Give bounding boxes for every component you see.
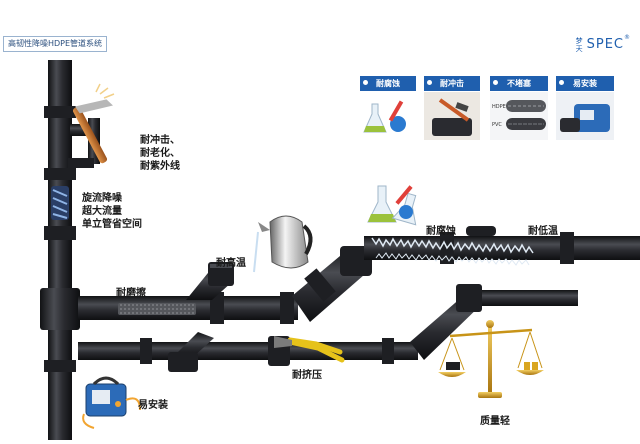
vertical-stack-pipe — [44, 60, 76, 440]
upper-long-pipe — [364, 226, 640, 266]
flask-icon — [367, 185, 417, 226]
scale-icon — [438, 320, 544, 398]
brand-cn: 梦天 — [575, 36, 583, 53]
feature-image-no-clog: HDPE PVC — [490, 92, 548, 140]
stack-junction — [40, 288, 80, 330]
feature-easy-install-label: 易安装 — [556, 76, 614, 91]
spiral-line-3: 单立管省空间 — [82, 219, 142, 230]
low-temp-label: 耐低温 — [528, 226, 558, 237]
impact-line-3: 耐紫外线 — [140, 161, 180, 172]
spiral-line-1: 旋流降噪 — [82, 193, 122, 204]
spiral-noise-label: 旋流降噪 超大流量 单立管省空间 — [82, 192, 142, 231]
feature-no-clog-label: 不堵塞 — [490, 76, 548, 91]
high-temp-label: 耐高温 — [216, 258, 246, 269]
feature-image-impact — [424, 92, 480, 140]
feature-image-corrosion — [360, 92, 416, 140]
corrosion-label: 耐腐蚀 — [426, 226, 456, 237]
welder-icon — [82, 376, 141, 429]
feature-minor-hdpe: HDPE — [492, 104, 506, 110]
install-label: 易安装 — [138, 400, 168, 411]
impact-aging-uv-label: 耐冲击、 耐老化、 耐紫外线 — [140, 134, 180, 173]
system-title: 高韧性降噪HDPE管道系统 — [3, 36, 108, 52]
kettle-icon — [253, 215, 313, 273]
feature-minor-pvc: PVC — [492, 122, 502, 128]
light-weight-label: 质量轻 — [480, 416, 510, 427]
rising-pipe — [292, 246, 372, 322]
impact-line-2: 耐老化、 — [140, 148, 180, 159]
spiral-line-2: 超大流量 — [82, 206, 122, 217]
squeeze-label: 耐挤压 — [292, 370, 322, 381]
lower-branch — [168, 332, 214, 372]
feature-impact-label: 耐冲击 — [424, 76, 480, 91]
hammer-icon — [72, 83, 115, 164]
upper-horizontal-pipe — [78, 292, 298, 324]
abrasion-label: 耐磨擦 — [116, 288, 146, 299]
pliers-icon — [274, 336, 345, 363]
feature-image-easy-install — [556, 92, 614, 140]
brand-en: SPEC — [586, 37, 624, 52]
brand-registered-mark: ® — [624, 34, 630, 41]
impact-line-1: 耐冲击、 — [140, 135, 180, 146]
high-temp-branch — [186, 262, 234, 300]
feature-corrosion-label: 耐腐蚀 — [360, 76, 416, 91]
spiral-insert — [51, 186, 69, 220]
